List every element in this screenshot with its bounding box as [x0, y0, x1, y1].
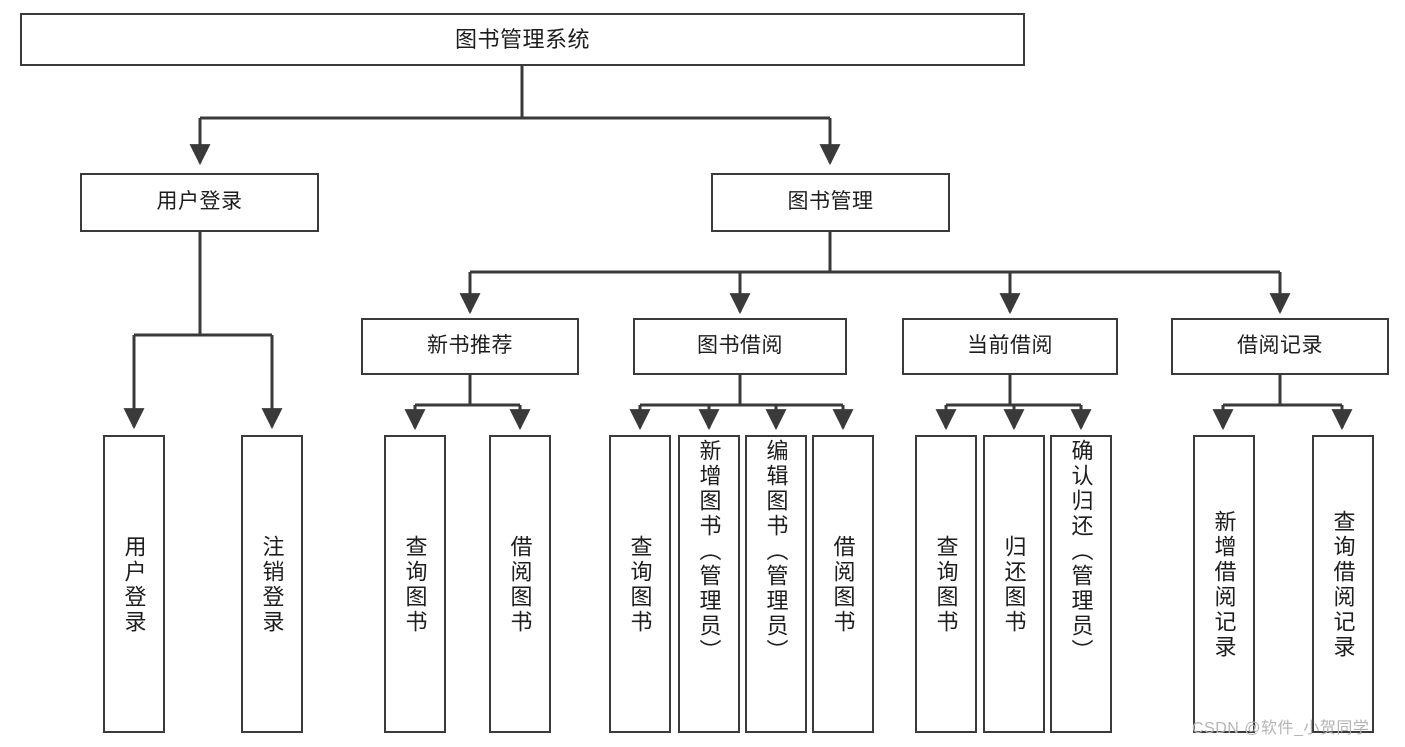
csdn-watermark: CSDN @软件_小贺同学	[1192, 720, 1370, 737]
node-book-management[interactable]: 图书管理	[711, 173, 950, 232]
node-new-book-recommend[interactable]: 新书推荐	[361, 318, 579, 375]
node-root[interactable]: 图书管理系统	[20, 13, 1025, 66]
node-leaf-query-book-3-label: 查询图书	[933, 535, 959, 635]
node-leaf-logout-label: 注销登录	[259, 535, 285, 635]
node-leaf-add-book[interactable]: 新增图书（管理员）	[678, 435, 740, 733]
node-new-book-recommend-label: 新书推荐	[427, 334, 513, 358]
node-leaf-edit-book[interactable]: 编辑图书（管理员）	[745, 435, 807, 733]
node-leaf-return-book-label: 归还图书	[1001, 535, 1027, 635]
node-borrow-record[interactable]: 借阅记录	[1171, 318, 1389, 375]
node-leaf-query-book-3[interactable]: 查询图书	[915, 435, 977, 733]
node-leaf-query-book-1-label: 查询图书	[402, 535, 428, 635]
node-leaf-query-record-label: 查询借阅记录	[1330, 510, 1356, 660]
node-leaf-borrow-book-1-label: 借阅图书	[507, 535, 533, 635]
node-book-management-label: 图书管理	[787, 190, 874, 214]
node-current-borrow-label: 当前借阅	[967, 334, 1053, 358]
node-leaf-borrow-book-2-label: 借阅图书	[830, 535, 856, 635]
node-borrow-record-label: 借阅记录	[1237, 334, 1323, 358]
node-root-label: 图书管理系统	[454, 26, 590, 52]
node-leaf-user-login-label: 用户登录	[121, 535, 147, 635]
node-leaf-query-book-2-label: 查询图书	[627, 535, 653, 635]
node-book-borrow-label: 图书借阅	[697, 334, 783, 358]
node-leaf-logout[interactable]: 注销登录	[241, 435, 303, 733]
node-leaf-query-book-2[interactable]: 查询图书	[609, 435, 671, 733]
node-leaf-query-record[interactable]: 查询借阅记录	[1312, 435, 1374, 733]
node-leaf-borrow-book-2[interactable]: 借阅图书	[812, 435, 874, 733]
node-leaf-user-login[interactable]: 用户登录	[103, 435, 165, 733]
node-leaf-add-record-label: 新增借阅记录	[1211, 510, 1237, 660]
node-leaf-return-book[interactable]: 归还图书	[983, 435, 1045, 733]
node-leaf-add-book-label: 新增图书（管理员）	[696, 439, 722, 664]
node-leaf-add-record[interactable]: 新增借阅记录	[1193, 435, 1255, 733]
node-user-login[interactable]: 用户登录	[80, 173, 319, 232]
node-user-login-label: 用户登录	[156, 190, 243, 214]
node-current-borrow[interactable]: 当前借阅	[902, 318, 1118, 375]
node-leaf-edit-book-label: 编辑图书（管理员）	[763, 439, 789, 664]
node-book-borrow[interactable]: 图书借阅	[633, 318, 847, 375]
node-leaf-query-book-1[interactable]: 查询图书	[384, 435, 446, 733]
node-leaf-borrow-book-1[interactable]: 借阅图书	[489, 435, 551, 733]
node-leaf-confirm-return-label: 确认归还（管理员）	[1068, 439, 1094, 664]
node-leaf-confirm-return[interactable]: 确认归还（管理员）	[1050, 435, 1112, 733]
